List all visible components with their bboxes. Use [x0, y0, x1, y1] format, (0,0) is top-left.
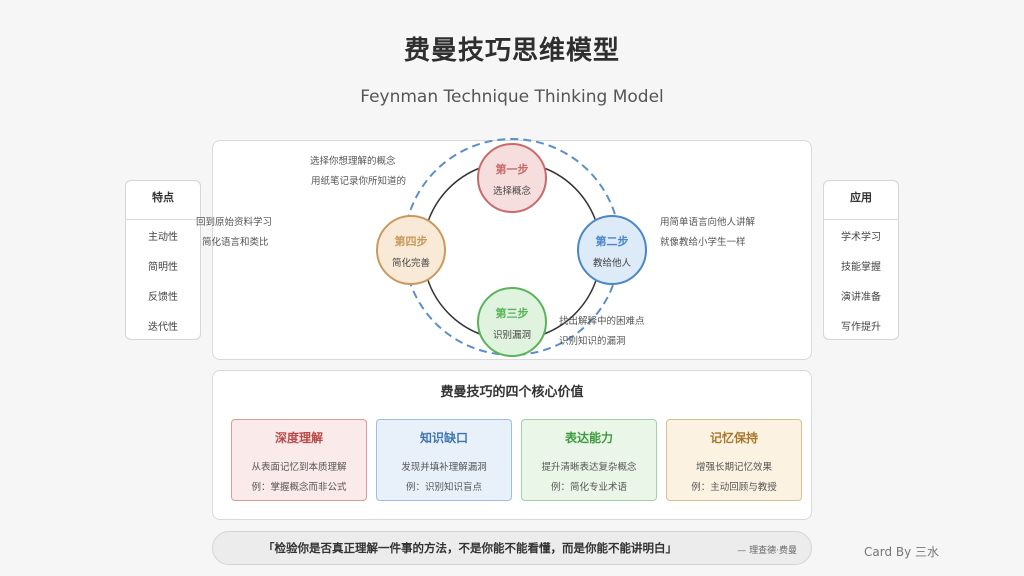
step-title: 第四步	[394, 235, 428, 248]
card-desc: 提升清晰表达复杂概念	[541, 462, 637, 473]
step-title: 第二步	[595, 235, 629, 248]
applications-panel: 应用 学术学习 技能掌握 演讲准备 写作提升	[823, 180, 899, 340]
applications-heading: 应用	[824, 181, 898, 220]
card-title: 深度理解	[274, 431, 323, 445]
features-panel: 特点 主动性 简明性 反馈性 迭代性	[125, 180, 201, 340]
step-desc: 简化完善	[391, 258, 430, 269]
page-subtitle: Feynman Technique Thinking Model	[360, 87, 664, 107]
features-item: 反馈性	[148, 292, 178, 303]
step-title: 第三步	[495, 307, 529, 320]
credit-text: Card By 三水	[864, 545, 940, 559]
features-heading: 特点	[126, 181, 200, 220]
step-one-node: 第一步 选择概念	[477, 143, 547, 213]
applications-item: 演讲准备	[841, 292, 881, 303]
step1-notes: 选择你想理解的概念 用纸笔记录你所知道的	[310, 156, 407, 187]
card-example: 例：主动回顾与教授	[691, 482, 777, 493]
step-desc: 识别漏洞	[492, 330, 531, 341]
quote-author: — 理查德·费曼	[737, 546, 797, 556]
step-desc: 教给他人	[592, 258, 631, 269]
value-card-deep-understanding: 深度理解 从表面记忆到本质理解 例：掌握概念而非公式	[231, 419, 367, 501]
features-item: 主动性	[148, 232, 178, 243]
step-four-node: 第四步 简化完善	[376, 215, 446, 285]
card-desc: 增强长期记忆效果	[695, 462, 772, 473]
step-three-node: 第三步 识别漏洞	[477, 287, 547, 357]
card-title: 知识缺口	[419, 431, 468, 445]
step-two-node: 第二步 教给他人	[577, 215, 647, 285]
page-title: 费曼技巧思维模型	[403, 36, 620, 66]
applications-item: 学术学习	[841, 232, 881, 243]
step3-notes: 找出解释中的困难点 识别知识的漏洞	[559, 316, 645, 347]
card-example: 例：简化专业术语	[550, 482, 627, 493]
card-title: 记忆保持	[709, 431, 758, 445]
step2-notes: 用简单语言向他人讲解 就像教给小学生一样	[660, 217, 756, 248]
step-desc: 选择概念	[492, 186, 531, 197]
card-example: 例：掌握概念而非公式	[251, 482, 347, 493]
features-item: 迭代性	[148, 322, 178, 333]
applications-item: 写作提升	[841, 322, 881, 333]
card-title: 表达能力	[564, 431, 613, 445]
features-item: 简明性	[148, 262, 178, 273]
card-example: 例：识别知识盲点	[405, 482, 482, 493]
value-card-memory: 记忆保持 增强长期记忆效果 例：主动回顾与教授	[666, 419, 802, 501]
value-card-knowledge-gap: 知识缺口 发现并填补理解漏洞 例：识别知识盲点	[376, 419, 512, 501]
step4-notes: 回到原始资料学习 简化语言和类比	[196, 217, 273, 248]
card-desc: 从表面记忆到本质理解	[251, 462, 347, 473]
quote-bar: 「检验你是否真正理解一件事的方法，不是你能不能看懂，而是你能不能讲明白」 — 理…	[212, 531, 812, 565]
value-card-expression: 表达能力 提升清晰表达复杂概念 例：简化专业术语	[521, 419, 657, 501]
applications-item: 技能掌握	[841, 262, 881, 273]
quote-text: 「检验你是否真正理解一件事的方法，不是你能不能看懂，而是你能不能讲明白」	[263, 541, 677, 555]
card-desc: 发现并填补理解漏洞	[401, 462, 487, 473]
step-title: 第一步	[495, 163, 529, 176]
values-title: 费曼技巧的四个核心价值	[440, 385, 584, 400]
